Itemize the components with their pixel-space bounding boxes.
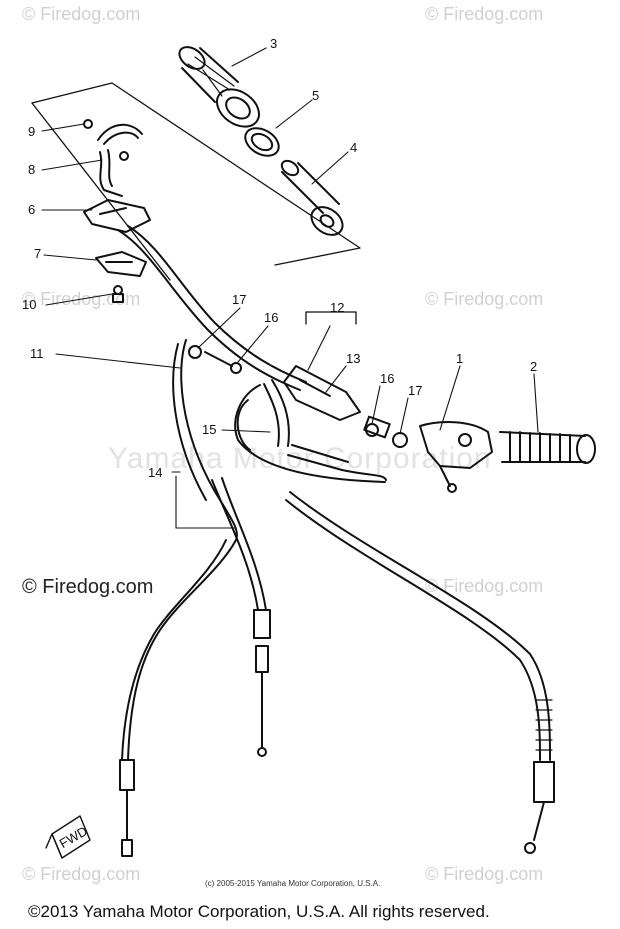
watermark-lower-right: © Firedog.com xyxy=(425,576,544,596)
callout-10: 10 xyxy=(22,297,36,312)
grip-2-icon xyxy=(499,431,596,464)
callout-13: 13 xyxy=(346,351,360,366)
throttle-housing-1-icon xyxy=(419,421,493,493)
callout-1: 1 xyxy=(456,351,463,366)
callout-2: 2 xyxy=(530,359,537,374)
callout-6: 6 xyxy=(28,202,35,217)
ring-5-icon xyxy=(244,127,280,157)
callout-3: 3 xyxy=(270,36,277,51)
callout-5: 5 xyxy=(312,88,319,103)
copyright-main: ©2013 Yamaha Motor Corporation, U.S.A. A… xyxy=(28,902,490,921)
screw-10-icon xyxy=(112,285,124,303)
leader-lines xyxy=(41,47,539,529)
watermark-top-left: © Firedog.com xyxy=(22,4,141,24)
callout-16a: 16 xyxy=(264,310,278,325)
callout-12: 12 xyxy=(330,300,344,315)
callout-17b: 17 xyxy=(408,383,422,398)
bracket-9-icon xyxy=(83,119,143,161)
callout-7: 7 xyxy=(34,246,41,261)
nut-17-left-icon xyxy=(188,345,202,359)
housing-13-icon xyxy=(283,365,391,439)
holder-6-icon xyxy=(83,199,151,233)
watermark-mid-right: © Firedog.com xyxy=(425,289,544,309)
throttle-tube-4-icon xyxy=(280,159,344,236)
callout-11: 11 xyxy=(30,346,44,361)
callout-9: 9 xyxy=(28,124,35,139)
adjuster-16-left-icon xyxy=(204,351,233,367)
copyright-small: (c) 2005-2015 Yamaha Motor Corporation, … xyxy=(205,879,381,888)
cable-11-icon xyxy=(119,339,238,857)
callout-14: 14 xyxy=(148,465,162,480)
clamp-7-icon xyxy=(95,251,147,277)
callout-15: 15 xyxy=(202,422,216,437)
grip-3-icon xyxy=(178,46,260,128)
throttle-cable-icon xyxy=(285,491,555,854)
watermark-bottom-left: © Firedog.com xyxy=(22,864,141,884)
watermark-bottom-right: © Firedog.com xyxy=(425,864,544,884)
callout-8: 8 xyxy=(28,162,35,177)
callout-16b: 16 xyxy=(380,371,394,386)
lever-8-icon xyxy=(99,149,123,197)
nut-17-right-icon xyxy=(392,432,408,448)
handlebar-icon xyxy=(117,225,387,483)
cable-14-icon xyxy=(211,477,271,757)
group-outline xyxy=(31,82,361,266)
cable-guide-15-icon xyxy=(263,379,290,447)
callout-4: 4 xyxy=(350,140,357,155)
callout-17a: 17 xyxy=(232,292,246,307)
forward-arrow-icon xyxy=(45,815,91,859)
nut-16-right-icon xyxy=(365,423,379,437)
watermark-top-right: © Firedog.com xyxy=(425,4,544,24)
watermark-lower-left: © Firedog.com xyxy=(22,576,154,598)
